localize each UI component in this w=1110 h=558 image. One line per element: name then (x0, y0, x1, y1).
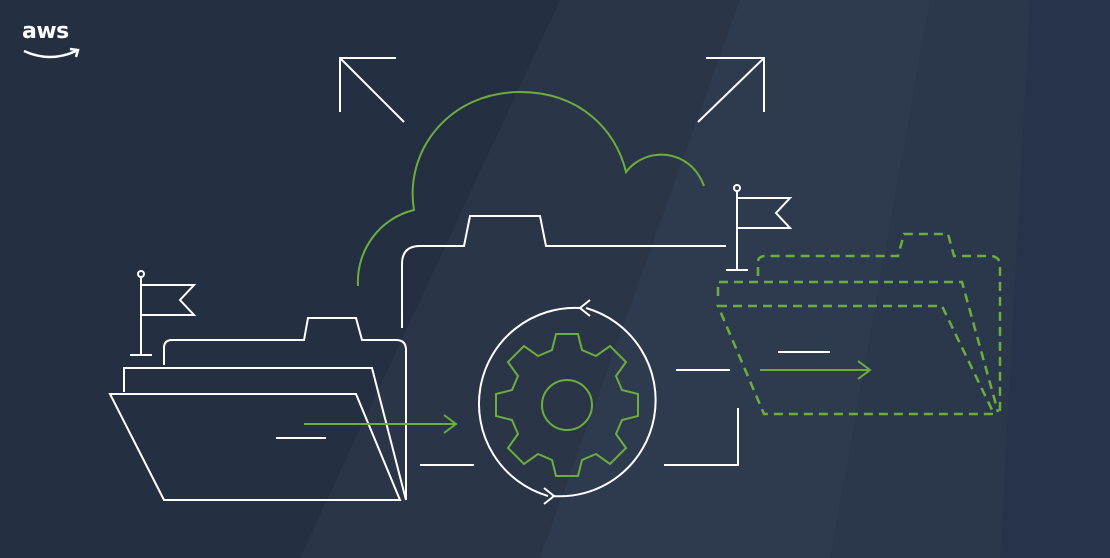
aws-smile-icon (23, 47, 80, 59)
processing-gear-icon (495, 333, 639, 477)
source-flag-icon (130, 270, 197, 356)
aws-logo[interactable]: aws (22, 20, 86, 62)
destination-folder-dashed-icon (716, 232, 1002, 416)
transfer-arrow-out-icon (760, 360, 872, 380)
expand-arrow-top-left-icon (339, 57, 405, 123)
destination-flag-icon (726, 184, 793, 271)
background-bands (300, 0, 1110, 558)
source-folder-icon (108, 317, 407, 501)
staging-container-icon (401, 215, 739, 466)
transfer-arrow-icon (304, 414, 458, 434)
cloud-icon (356, 90, 705, 287)
expand-arrow-top-right-icon (697, 57, 765, 123)
refresh-cycle-icon (478, 299, 657, 505)
aws-logo-text: aws (22, 19, 69, 44)
